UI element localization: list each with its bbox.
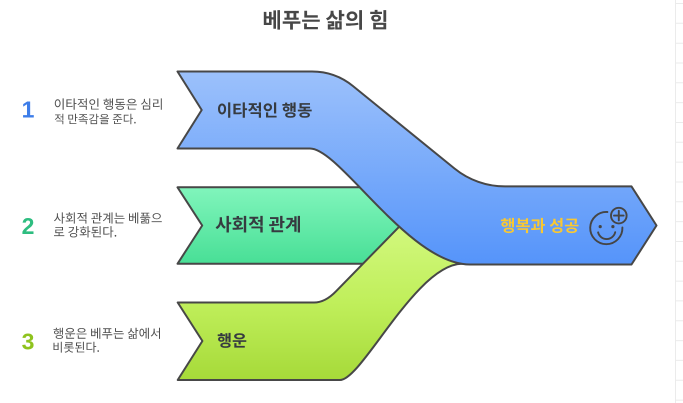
svg-text:3: 3 xyxy=(22,329,35,355)
svg-text:2: 2 xyxy=(22,213,35,239)
svg-text:1: 1 xyxy=(22,96,35,122)
